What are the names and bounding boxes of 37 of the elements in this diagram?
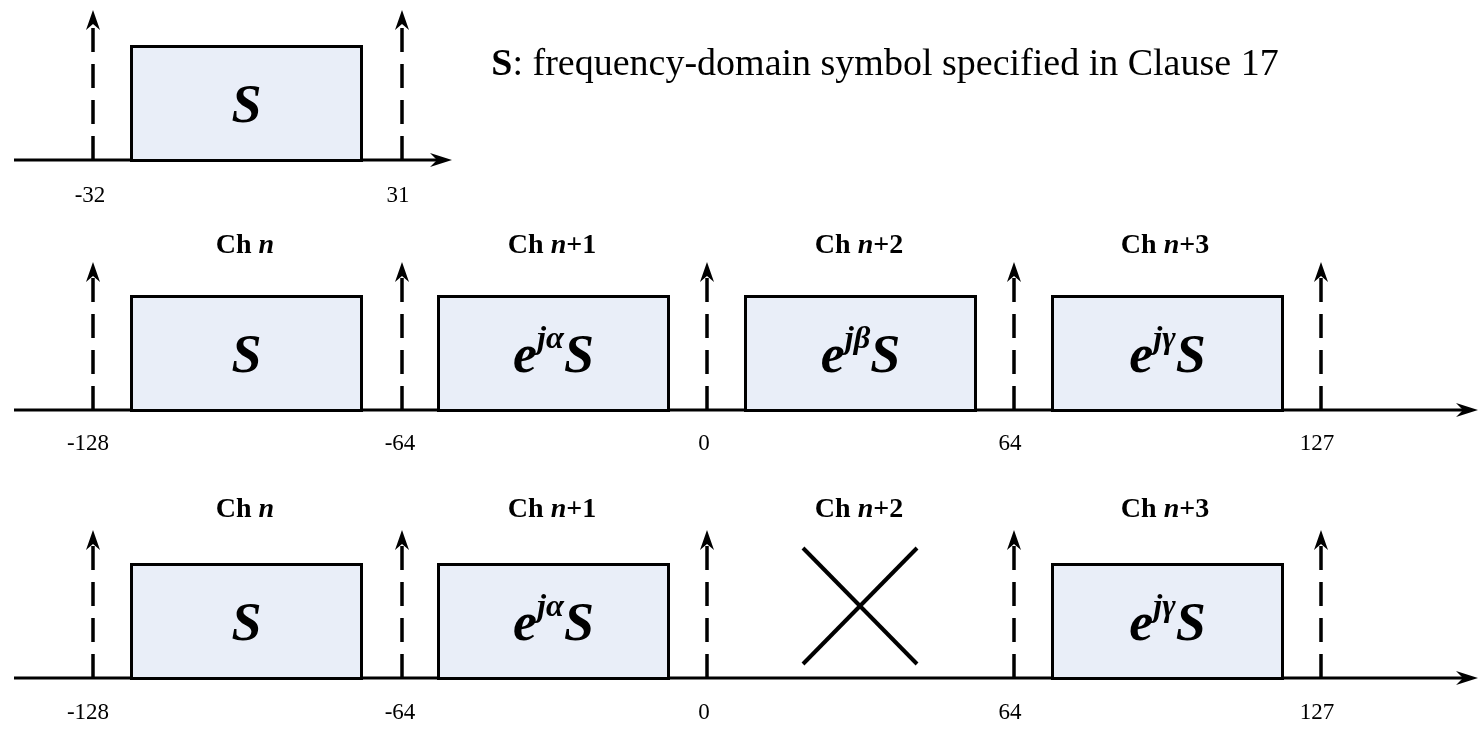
symbol-box [130, 563, 363, 680]
symbol-box [130, 295, 363, 412]
channel-label: Ch n+1 [507, 492, 597, 524]
symbol-box [437, 295, 670, 412]
tick-label: 64 [998, 699, 1022, 725]
tick-label: -128 [66, 430, 110, 456]
tick-label: 31 [386, 182, 410, 208]
symbol-label: S [231, 594, 262, 649]
channel-label: Ch n [215, 492, 275, 524]
channel-label: Ch n [215, 228, 275, 260]
tick-label: 64 [998, 430, 1022, 456]
symbol-label: e$^{jγ}$S [1129, 594, 1206, 649]
tick-label: -64 [384, 699, 416, 725]
symbol-box [744, 295, 977, 412]
channel-label: Ch n+3 [1120, 492, 1210, 524]
channel-label: Ch n+1 [507, 228, 597, 260]
symbol-label: e$^{jα}$S [513, 594, 594, 649]
symbol-box [1051, 295, 1284, 412]
symbol-label: S [231, 326, 262, 381]
symbol-box [130, 45, 363, 162]
symbol-label: e$^{jβ}$S [820, 326, 901, 381]
symbol-label: e$^{jγ}$S [1129, 326, 1206, 381]
symbol-box [1051, 563, 1284, 680]
tick-label: 0 [698, 699, 710, 725]
symbol-label: e$^{jα}$S [513, 326, 594, 381]
channel-label: Ch n+2 [814, 492, 904, 524]
tick-label: 0 [698, 430, 710, 456]
tick-label: 127 [1299, 699, 1335, 725]
tick-label: -32 [74, 182, 106, 208]
tick-label: -64 [384, 430, 416, 456]
channel-label: Ch n+3 [1120, 228, 1210, 260]
tick-label: 127 [1299, 430, 1335, 456]
description-text: S: frequency-domain symbol specified in Clause 17 [490, 42, 1280, 84]
tick-label: -128 [66, 699, 110, 725]
symbol-box [437, 563, 670, 680]
symbol-label: S [231, 76, 262, 131]
channel-label: Ch n+2 [814, 228, 904, 260]
